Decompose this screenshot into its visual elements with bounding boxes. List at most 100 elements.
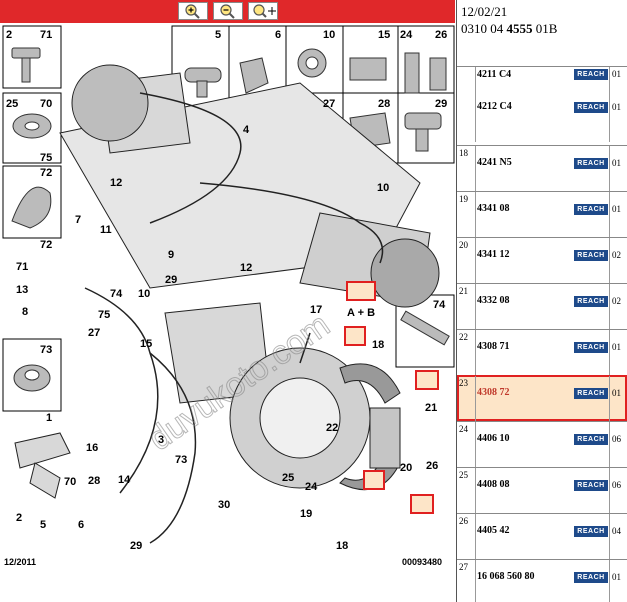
callout-label: 15 (378, 29, 390, 41)
reach-badge: REACH (574, 480, 608, 491)
callout-label: 28 (88, 475, 100, 487)
callout-label: 26 (435, 29, 447, 41)
zoom-move-button[interactable] (248, 2, 278, 20)
callout-label: 25 (282, 472, 294, 484)
callout-label: 73 (175, 454, 187, 466)
callout-label: 28 (378, 98, 390, 110)
callout-label: 21 (425, 402, 437, 414)
part-qty: 01 (612, 102, 621, 112)
panel-code: 0310 04 4555 01B (461, 21, 558, 36)
callout-label: 72 (40, 167, 52, 179)
list-item[interactable]: 27 16 068 560 80 REACH 01 (457, 559, 627, 602)
callout-label: 3 (158, 434, 164, 446)
callout-label: 10 (377, 182, 389, 194)
callout-label: 25 (6, 98, 18, 110)
list-item[interactable]: 19 4341 08 REACH 01 (457, 191, 627, 237)
callout-label: 17 (310, 304, 322, 316)
callout-frame-b-lower (410, 494, 434, 514)
callout-label: 74 (433, 299, 446, 311)
list-item[interactable]: 21 4332 08 REACH 02 (457, 283, 627, 329)
part-qty: 02 (612, 250, 621, 260)
callout-label: 2 (16, 512, 22, 524)
list-item[interactable]: 25 4408 08 REACH 06 (457, 467, 627, 513)
reach-badge: REACH (574, 250, 608, 261)
callout-frame-a-upper (344, 326, 366, 346)
callout-label: 7 (75, 214, 81, 226)
part-ref: 4332 08 (477, 295, 510, 306)
zoom-out-button[interactable] (213, 2, 243, 20)
callout-label: 30 (218, 499, 230, 511)
callout-label: 27 (88, 327, 100, 339)
part-qty: 04 (612, 526, 621, 536)
callout-label: 74 (110, 288, 123, 300)
callout-label: A + B (347, 307, 375, 319)
footer-code: 00093480 (402, 557, 442, 567)
callout-label: 18 (372, 339, 384, 351)
zoom-out-icon (220, 4, 235, 19)
part-qty: 02 (612, 296, 621, 306)
callout-label: 13 (16, 284, 28, 296)
callout-label: 73 (40, 344, 52, 356)
callout-label: 70 (64, 476, 76, 488)
part-ref: 4308 72 (477, 387, 510, 398)
callout-label: 10 (138, 288, 150, 300)
callout-label: 10 (323, 29, 335, 41)
inset-bolt-2-71 (2, 25, 62, 89)
footer-date: 12/2011 (4, 557, 36, 567)
part-ref: 4241 N5 (477, 157, 512, 168)
callout-label: 14 (118, 474, 131, 486)
list-item[interactable]: 26 4405 42 REACH 04 (457, 513, 627, 559)
part-ref: 4308 71 (477, 341, 510, 352)
part-ref: 4408 08 (477, 479, 510, 490)
reach-badge: REACH (574, 342, 608, 353)
callout-label: 1 (46, 412, 52, 424)
reach-badge: REACH (574, 388, 608, 399)
callout-frame-a-lower (363, 470, 385, 490)
reach-badge: REACH (574, 526, 608, 537)
list-item-selected[interactable]: 23 4308 72 REACH 01 (457, 375, 627, 421)
callout-label: 71 (16, 261, 28, 273)
callout-frame-23 (346, 281, 376, 301)
reach-badge: REACH (574, 572, 608, 583)
zoom-in-button[interactable] (178, 2, 208, 20)
callout-label: 4 (243, 124, 250, 136)
inset-cup-72 (2, 165, 62, 239)
reach-badge: REACH (574, 296, 608, 307)
reach-badge: REACH (574, 69, 608, 80)
list-item[interactable]: 18 4241 N5 REACH 01 (457, 145, 627, 191)
callout-label: 29 (435, 98, 447, 110)
part-ref: 4341 08 (477, 203, 510, 214)
part-qty: 01 (612, 388, 621, 398)
part-ref: 4212 C4 (477, 101, 512, 112)
part-ref: 4211 C4 (477, 69, 512, 80)
callout-label: 5 (215, 29, 221, 41)
callout-label: 19 (300, 508, 312, 520)
list-item[interactable]: 4211 C4 REACH 01 4212 C4 REACH 01 (457, 66, 627, 142)
diagram-toolbar (0, 0, 455, 23)
part-qty: 06 (612, 480, 621, 490)
inset-nut-73 (2, 338, 62, 412)
callout-label: 6 (78, 519, 84, 531)
parts-diagram[interactable]: 2 71 5 6 10 15 24 26 25 70 75 27 28 29 7… (0, 0, 455, 602)
callout-label: 26 (426, 460, 438, 472)
list-item[interactable]: 22 4308 71 REACH 01 (457, 329, 627, 375)
list-item[interactable]: 24 4406 10 REACH 06 (457, 421, 627, 467)
part-qty: 01 (612, 342, 621, 352)
callout-label: 24 (400, 29, 413, 41)
part-qty: 06 (612, 434, 621, 444)
panel-date: 12/02/21 (461, 4, 508, 19)
reach-badge: REACH (574, 158, 608, 169)
callout-label: 29 (165, 274, 177, 286)
list-item[interactable]: 20 4341 12 REACH 02 (457, 237, 627, 283)
reach-badge: REACH (574, 434, 608, 445)
inset-washer-25-70-75 (2, 92, 62, 164)
callout-label: 15 (140, 338, 152, 350)
callout-label: 9 (168, 249, 174, 261)
callout-label: 8 (22, 306, 28, 318)
callout-label: 72 (40, 239, 52, 251)
callout-label: 75 (98, 309, 110, 321)
part-qty: 01 (612, 572, 621, 582)
part-qty: 01 (612, 158, 621, 168)
callout-label: 71 (40, 29, 52, 41)
part-ref: 4405 42 (477, 525, 510, 536)
